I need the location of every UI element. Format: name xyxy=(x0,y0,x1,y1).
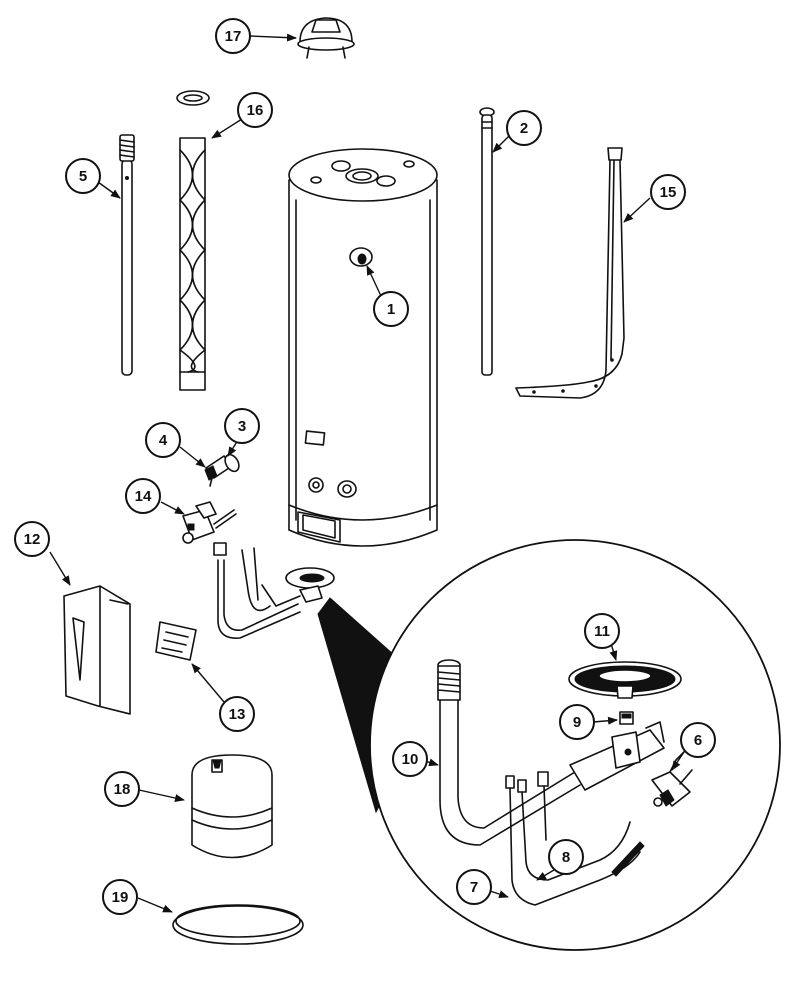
callout-18: 18 xyxy=(104,771,140,807)
callout-6: 6 xyxy=(680,722,716,758)
detail-magnifier xyxy=(317,539,781,951)
part-13-label xyxy=(155,621,197,661)
detail-part-9-orifice xyxy=(619,711,634,725)
callout-13: 13 xyxy=(219,696,255,732)
svg-text:11: 11 xyxy=(594,623,610,640)
part-12-shield xyxy=(63,585,131,715)
svg-text:2: 2 xyxy=(520,120,528,137)
part-2-dip-tube xyxy=(479,107,495,376)
svg-text:19: 19 xyxy=(112,889,129,906)
leader-7 xyxy=(489,890,509,898)
callout-15: 15 xyxy=(650,174,686,210)
leader-5 xyxy=(97,181,121,199)
leader-6 xyxy=(671,751,685,771)
callout-14: 14 xyxy=(125,478,161,514)
leader-19 xyxy=(137,897,173,913)
part-18-expansion-tank xyxy=(191,754,273,859)
part-14-gas-control-valve xyxy=(182,501,237,544)
leader-4 xyxy=(179,446,206,468)
svg-text:7: 7 xyxy=(470,879,478,896)
svg-text:12: 12 xyxy=(24,531,41,548)
svg-text:15: 15 xyxy=(660,184,677,201)
leader-14 xyxy=(160,501,185,515)
callout-12: 12 xyxy=(14,521,50,557)
svg-text:4: 4 xyxy=(159,432,168,449)
callouts: 17 16 5 2 15 1 4 3 xyxy=(14,18,716,915)
leader-2 xyxy=(492,135,510,153)
detail-part-7-8-tubes xyxy=(505,771,645,906)
callout-3: 3 xyxy=(224,408,260,444)
leader-1 xyxy=(366,265,382,297)
detail-part-10-manifold-tube xyxy=(437,659,665,846)
svg-text:3: 3 xyxy=(238,418,246,435)
callout-9: 9 xyxy=(559,704,595,740)
detail-part-11-burner xyxy=(568,661,682,699)
leader-12 xyxy=(49,551,71,586)
callout-2: 2 xyxy=(506,110,542,146)
leader-13 xyxy=(191,663,225,703)
part-19-ring xyxy=(172,904,304,945)
part-16-flue-baffle xyxy=(176,90,210,391)
callout-17: 17 xyxy=(215,18,251,54)
callout-19: 19 xyxy=(102,879,138,915)
svg-text:6: 6 xyxy=(694,732,702,749)
svg-text:9: 9 xyxy=(573,714,581,731)
part-17-baffle-cap xyxy=(297,17,355,59)
svg-text:14: 14 xyxy=(135,488,152,505)
part-15-bent-tube xyxy=(515,147,625,399)
svg-text:8: 8 xyxy=(562,849,570,866)
callout-7: 7 xyxy=(456,869,492,905)
leader-8 xyxy=(536,869,555,881)
part-5-anode-rod xyxy=(119,134,135,376)
leader-9 xyxy=(592,716,618,725)
svg-text:1: 1 xyxy=(387,301,395,318)
svg-text:13: 13 xyxy=(229,706,246,723)
svg-text:17: 17 xyxy=(225,28,242,45)
detail-part-6-pilot xyxy=(651,751,693,807)
part-3-4-drain-valve xyxy=(204,453,240,487)
leader-18 xyxy=(138,789,185,802)
svg-text:16: 16 xyxy=(247,102,264,119)
callout-10: 10 xyxy=(392,741,428,777)
burner-assembly xyxy=(213,542,335,639)
svg-text:5: 5 xyxy=(79,168,87,185)
callout-4: 4 xyxy=(145,422,181,458)
leader-lines xyxy=(49,33,685,913)
svg-text:18: 18 xyxy=(114,781,131,798)
leader-15 xyxy=(623,197,651,223)
callout-11: 11 xyxy=(584,613,620,649)
callout-5: 5 xyxy=(65,158,101,194)
leader-16 xyxy=(211,118,243,139)
svg-text:10: 10 xyxy=(402,751,419,768)
callout-8: 8 xyxy=(548,839,584,875)
leader-17 xyxy=(249,33,297,42)
callout-1: 1 xyxy=(373,291,409,327)
callout-16: 16 xyxy=(237,92,273,128)
water-heater-tank xyxy=(288,148,438,547)
